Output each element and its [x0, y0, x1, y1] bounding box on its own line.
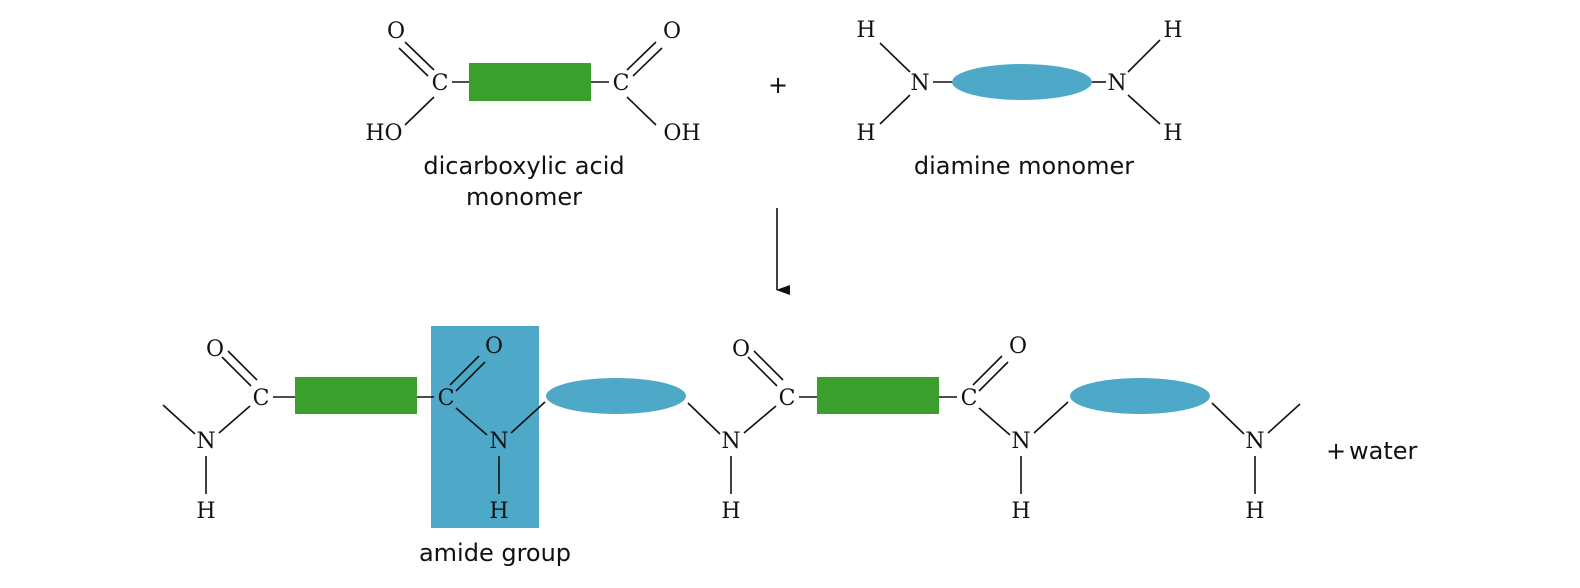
dicarboxylic-spacer-block: [817, 377, 939, 414]
diamine-label: diamine monomer: [914, 152, 1134, 180]
atom-c: C: [613, 71, 630, 96]
diamine-spacer-block: [1070, 378, 1210, 414]
single-bond: [978, 407, 1011, 436]
atom-o: O: [387, 19, 405, 44]
atom-o: O: [732, 337, 750, 362]
single-bond: [218, 405, 251, 434]
diamine-spacer-block: [546, 378, 686, 414]
diamine-spacer-block: [952, 64, 1092, 100]
atom-n: N: [489, 429, 508, 454]
double-bond: [398, 47, 429, 77]
byproduct-plus: +: [1326, 437, 1346, 465]
single-bond: [626, 96, 657, 126]
double-bond: [972, 355, 1003, 386]
amide-group-label: amide group: [419, 539, 571, 567]
dicarboxylic-spacer-block: [469, 63, 591, 101]
atom-h: H: [856, 18, 875, 43]
atom-c: C: [432, 71, 449, 96]
atom-n: N: [1107, 71, 1126, 96]
byproduct-water: water: [1349, 437, 1418, 465]
atom-c: C: [438, 386, 455, 411]
atom-h: H: [721, 499, 740, 524]
double-bond: [404, 41, 435, 71]
single-bond: [743, 405, 777, 434]
double-bond: [221, 356, 252, 387]
atom-h: H: [489, 499, 508, 524]
single-bond: [1127, 94, 1161, 125]
atom-n: N: [910, 71, 929, 96]
double-bond: [747, 356, 778, 387]
single-bond: [510, 401, 546, 434]
plus-sign: +: [768, 71, 788, 99]
chain-end-bond: [162, 404, 196, 435]
atom-n: N: [1011, 429, 1030, 454]
double-bond: [227, 350, 258, 381]
double-bond: [978, 361, 1009, 392]
dicarboxylic-label-line2: monomer: [466, 183, 582, 211]
double-bond: [626, 41, 657, 71]
atom-h: H: [1245, 499, 1264, 524]
single-bond: [404, 96, 435, 126]
single-bond: [879, 42, 911, 73]
atom-h: H: [1163, 121, 1182, 146]
atom-n: N: [196, 429, 215, 454]
atom-ho: HO: [365, 121, 402, 146]
single-bond: [1127, 39, 1161, 73]
single-bond: [1033, 401, 1069, 434]
single-bond: [687, 402, 721, 435]
dicarboxylic-acid-monomer: O C HO C O OH dicarboxylic acid monomer: [365, 19, 700, 211]
chain-end-bond: [1267, 403, 1301, 434]
atom-h: H: [1011, 499, 1030, 524]
atom-n: N: [1245, 429, 1264, 454]
atom-c: C: [961, 386, 978, 411]
single-bond: [879, 94, 911, 125]
dicarboxylic-spacer-block: [295, 377, 417, 414]
double-bond: [449, 355, 480, 386]
atom-n: N: [721, 429, 740, 454]
single-bond: [1211, 402, 1245, 435]
amide-group-highlight: [431, 326, 539, 528]
atom-h: H: [196, 499, 215, 524]
atom-o: O: [1009, 334, 1027, 359]
atom-o: O: [485, 334, 503, 359]
dicarboxylic-label-line1: dicarboxylic acid: [423, 152, 624, 180]
double-bond: [455, 361, 486, 392]
double-bond: [753, 350, 784, 381]
diamine-monomer: H H N N H H diamine monomer: [856, 18, 1182, 180]
atom-h: H: [1163, 18, 1182, 43]
atom-c: C: [253, 386, 270, 411]
atom-o: O: [663, 19, 681, 44]
double-bond: [632, 47, 663, 77]
atom-c: C: [779, 386, 796, 411]
single-bond: [455, 407, 488, 436]
atom-h: H: [856, 121, 875, 146]
atom-o: O: [206, 337, 224, 362]
atom-oh: OH: [663, 121, 700, 146]
polyamide-chain: N H C O C O N H N H C O: [162, 326, 1301, 567]
